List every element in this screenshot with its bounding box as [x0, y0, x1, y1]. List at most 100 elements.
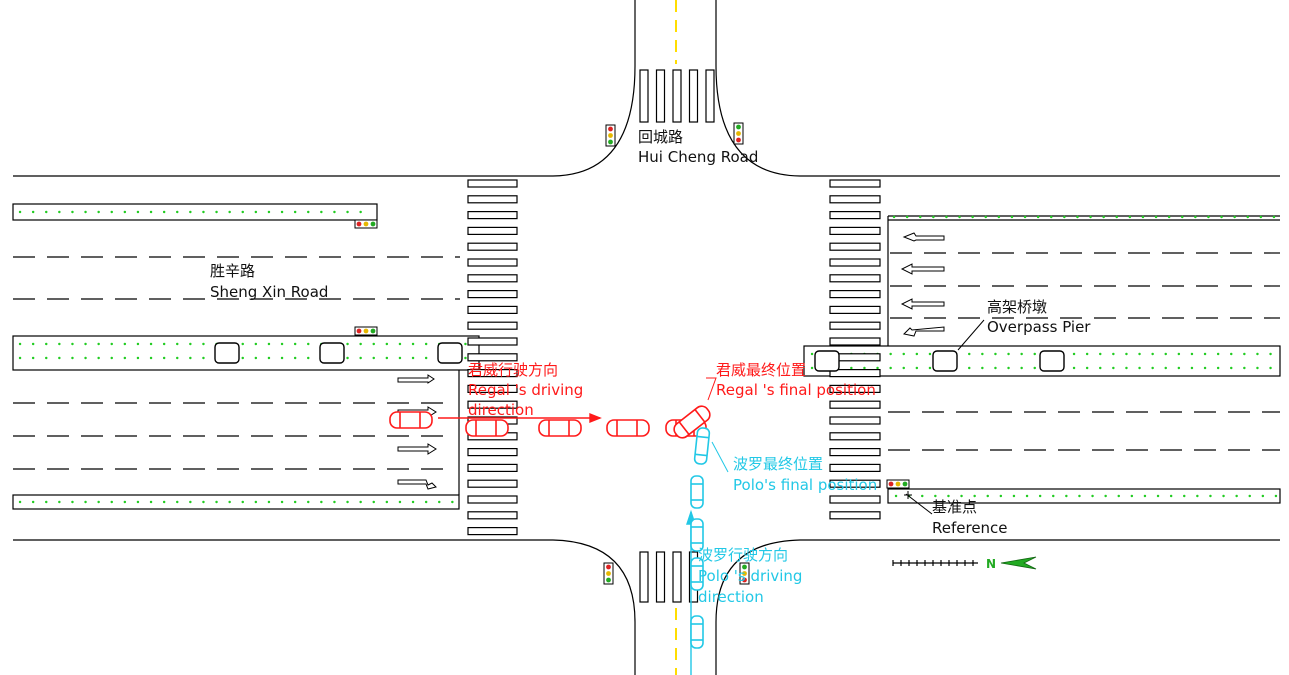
crosswalk-stripe: [467, 242, 518, 251]
pier-east-2: [932, 350, 958, 372]
crosswalk-stripe: [639, 69, 649, 123]
straight-arrow-icon: [900, 298, 945, 310]
crosswalk-stripe: [467, 321, 518, 330]
crosswalk-stripe: [467, 258, 518, 267]
crosswalk-stripe: [467, 337, 518, 346]
north-indicator: N: [892, 556, 1037, 571]
medians: [12, 203, 1281, 510]
sheng-xin-road-cn: 胜辛路: [210, 262, 255, 280]
hui-cheng-road-en: Hui Cheng Road: [638, 148, 758, 166]
polo-direction-en-1: Polo 's driving: [698, 567, 802, 585]
greenbelt-dots: [18, 210, 1278, 504]
overpass-piers: [214, 342, 1065, 372]
crosswalk-stripe: [688, 69, 699, 123]
crosswalk-stripe: [467, 305, 518, 314]
crosswalk-stripe: [467, 400, 518, 409]
crosswalk-stripe: [467, 179, 518, 188]
crosswalk-stripe: [829, 384, 881, 393]
turn-right-arrow-icon: [902, 326, 945, 337]
crosswalk-stripe: [655, 69, 666, 123]
traffic-light-icon: [733, 122, 744, 145]
crosswalk-stripe: [829, 369, 881, 378]
crosswalk-stripe: [829, 416, 881, 425]
road-edges: [13, 0, 1280, 675]
crosswalk-stripe: [467, 290, 518, 299]
north-label: N: [986, 557, 996, 571]
leader-lines: [706, 319, 985, 515]
crosswalk-stripe: [467, 274, 518, 283]
regal-car-icon: [606, 419, 650, 437]
polo-direction-cn: 波罗行驶方向: [698, 546, 788, 564]
crosswalk-stripe: [467, 353, 518, 362]
regal-trajectory: [438, 412, 703, 424]
crosswalk-stripe: [829, 448, 881, 457]
sheng-xin-road-en: Sheng Xin Road: [210, 283, 328, 301]
pier-west-3: [437, 342, 463, 364]
lane-dashes: [13, 252, 1280, 470]
crosswalk-stripe: [829, 463, 881, 472]
hui-cheng-road-cn: 回城路: [638, 128, 683, 146]
polo-car-icon: [690, 518, 704, 552]
crosswalk-stripe: [829, 479, 881, 488]
crosswalk-stripe: [829, 432, 881, 441]
crosswalk-stripe: [467, 495, 518, 504]
pier-west-2: [319, 342, 345, 364]
regal-direction-en-2: direction: [468, 401, 534, 419]
polo-car-icon: [690, 557, 704, 591]
polo-vehicles: [690, 427, 711, 649]
crosswalk-stripe: [829, 195, 881, 204]
crosswalk-stripe: [655, 551, 666, 603]
traffic-lights: [354, 122, 910, 585]
polo-car-final-icon: [693, 427, 711, 465]
crosswalk-stripe: [467, 195, 518, 204]
crosswalk-stripe: [467, 384, 518, 393]
crosswalk-stripe: [467, 526, 518, 536]
reference-point-icon: [904, 491, 912, 499]
traffic-light-icon: [886, 479, 910, 489]
overpass-pier-en: Overpass Pier: [987, 318, 1091, 336]
regal-final-cn: 君威最终位置: [716, 361, 806, 379]
reference-en: Reference: [932, 519, 1008, 537]
crosswalk-stripe: [467, 511, 518, 520]
traffic-light-icon: [605, 124, 616, 147]
crosswalk-stripe: [829, 226, 881, 235]
crosswalk-stripe: [829, 495, 881, 504]
crosswalk-stripe: [829, 242, 881, 251]
regal-car-icon: [538, 419, 582, 437]
crosswalk-stripe: [639, 551, 649, 603]
crosswalk-stripe: [829, 321, 881, 330]
turn-left-arrow-icon: [902, 232, 945, 242]
regal-vehicles: [389, 405, 711, 439]
regal-car-icon: [465, 419, 509, 437]
crosswalk-stripe: [829, 511, 881, 520]
crosswalk-stripe: [829, 179, 881, 188]
polo-car-icon: [690, 475, 704, 509]
crosswalk-stripe: [829, 337, 881, 346]
straight-arrow-icon: [397, 443, 437, 455]
crosswalk-stripe: [467, 479, 518, 488]
regal-car-icon: [389, 411, 433, 429]
crosswalk-stripe: [829, 258, 881, 267]
traffic-light-icon: [354, 326, 378, 336]
crosswalk-stripe: [705, 69, 715, 123]
reference-cn: 基准点: [932, 498, 977, 516]
lane-arrows: [397, 232, 945, 490]
north-arrow-icon: [1000, 556, 1037, 570]
overpass-pier-cn: 高架桥墩: [987, 298, 1047, 316]
polo-direction-en-2: direction: [698, 588, 764, 606]
crosswalk-stripe: [467, 226, 518, 235]
crosswalk-stripe: [829, 290, 881, 299]
crosswalks: [467, 69, 881, 603]
crosswalk-stripe: [672, 551, 682, 603]
crosswalk-stripe: [829, 400, 881, 409]
crosswalk-stripe: [467, 448, 518, 457]
polo-final-cn: 波罗最终位置: [733, 455, 823, 473]
crosswalk-stripe: [467, 211, 518, 220]
crosswalk-stripe: [467, 463, 518, 472]
crosswalk-stripe: [467, 369, 518, 378]
regal-final-en: Regal 's final position: [716, 381, 876, 399]
regal-direction-en-1: Regal 's driving: [468, 381, 583, 399]
pier-east-1: [814, 350, 840, 372]
polo-car-icon: [690, 615, 704, 649]
